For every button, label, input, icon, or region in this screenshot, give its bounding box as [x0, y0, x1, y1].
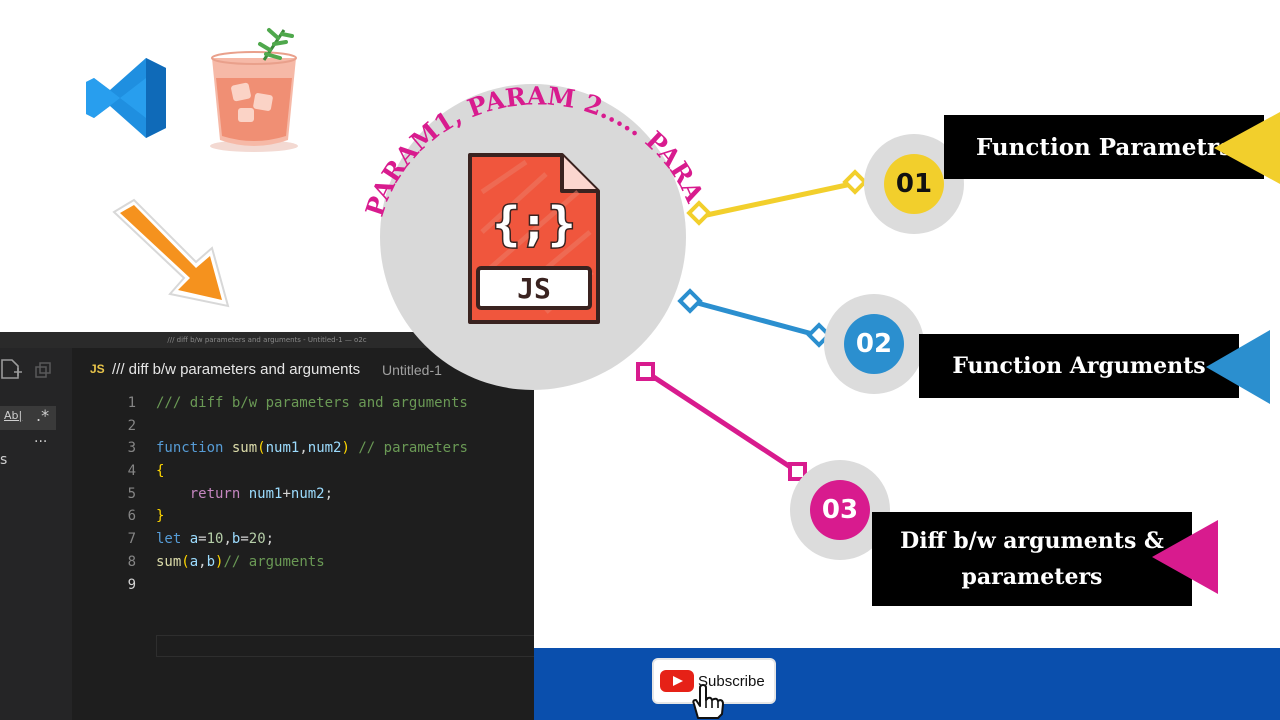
editor-window-title: /// diff b/w parameters and arguments - …: [0, 332, 534, 348]
item-2-label: Function Arguments: [919, 334, 1239, 398]
code-line[interactable]: 1 /// diff b/w parameters and arguments: [72, 392, 534, 415]
code-line[interactable]: 9: [72, 574, 534, 597]
code-line[interactable]: 3 function sum(num1,num2) // parameters: [72, 437, 534, 460]
code-text: }: [156, 508, 165, 525]
js-file-label: JS: [517, 272, 551, 305]
subscribe-button[interactable]: Subscribe: [654, 660, 774, 702]
code-line[interactable]: 8 sum(a,b)// arguments: [72, 551, 534, 574]
item-1-number: 01: [884, 154, 944, 214]
line-number: 6: [127, 508, 136, 525]
vscode-logo-icon: [86, 58, 166, 138]
current-line-highlight: [156, 635, 534, 657]
item-3-label: Diff b/w arguments & parameters: [872, 512, 1192, 606]
bottom-banner: [534, 648, 1280, 720]
glass-drink-icon: [210, 28, 298, 152]
line-number: 8: [127, 553, 136, 570]
item-1-pointer: [1214, 112, 1280, 184]
code-text: {: [156, 463, 165, 480]
code-text: sum(a,b)// arguments: [156, 553, 325, 570]
js-file-icon: JS {;}: [468, 153, 600, 324]
editor-sidebar: Ab| .* ··· s: [0, 348, 72, 720]
code-symbol: {;}: [492, 197, 575, 251]
item-2-number: 02: [844, 314, 904, 374]
item-3-label-line1: Diff b/w arguments &: [900, 528, 1164, 554]
tab-title: /// diff b/w parameters and arguments: [112, 361, 361, 378]
line-number: 1: [127, 395, 136, 411]
line-number: 5: [127, 485, 136, 502]
line-number: 9: [127, 576, 136, 593]
more-icon[interactable]: ···: [34, 434, 48, 450]
code-area[interactable]: 1 /// diff b/w parameters and arguments 2 3…: [72, 392, 534, 657]
item-3-number: 03: [810, 480, 870, 540]
line-number: 2: [127, 417, 136, 434]
code-text: return num1+num2;: [189, 485, 334, 502]
tab-subtitle: Untitled-1: [382, 362, 442, 378]
youtube-play-icon: [660, 670, 694, 692]
copy-icon[interactable]: [34, 362, 52, 380]
code-line[interactable]: 5 return num1+num2;: [72, 483, 534, 506]
code-line[interactable]: 7 let a=10,b=20;: [72, 528, 534, 551]
match-word-icon[interactable]: Ab| .*: [0, 406, 56, 430]
tab-language-badge: JS: [90, 362, 105, 376]
new-file-icon[interactable]: [0, 358, 22, 380]
code-line[interactable]: 2: [72, 415, 534, 438]
code-text: let a=10,b=20;: [156, 531, 275, 548]
orange-arrow-icon: [112, 198, 230, 308]
code-text: /// diff b/w parameters and arguments: [156, 395, 468, 411]
item-1-label: Function Parametrs: [944, 115, 1264, 179]
subscribe-label: Subscribe: [698, 672, 765, 690]
code-line[interactable]: 4{: [72, 460, 534, 483]
code-line[interactable]: 6}: [72, 505, 534, 528]
item-3-label-line2: parameters: [961, 564, 1103, 590]
line-number: 3: [127, 440, 136, 457]
line-number: 4: [127, 463, 136, 480]
hand-cursor-icon: [692, 684, 724, 719]
sidebar-text: s: [0, 452, 8, 468]
item-2-pointer: [1206, 330, 1270, 404]
line-number: 7: [127, 531, 136, 548]
code-text: function sum(num1,num2) // parameters: [156, 440, 468, 457]
item-3-pointer: [1152, 520, 1218, 594]
